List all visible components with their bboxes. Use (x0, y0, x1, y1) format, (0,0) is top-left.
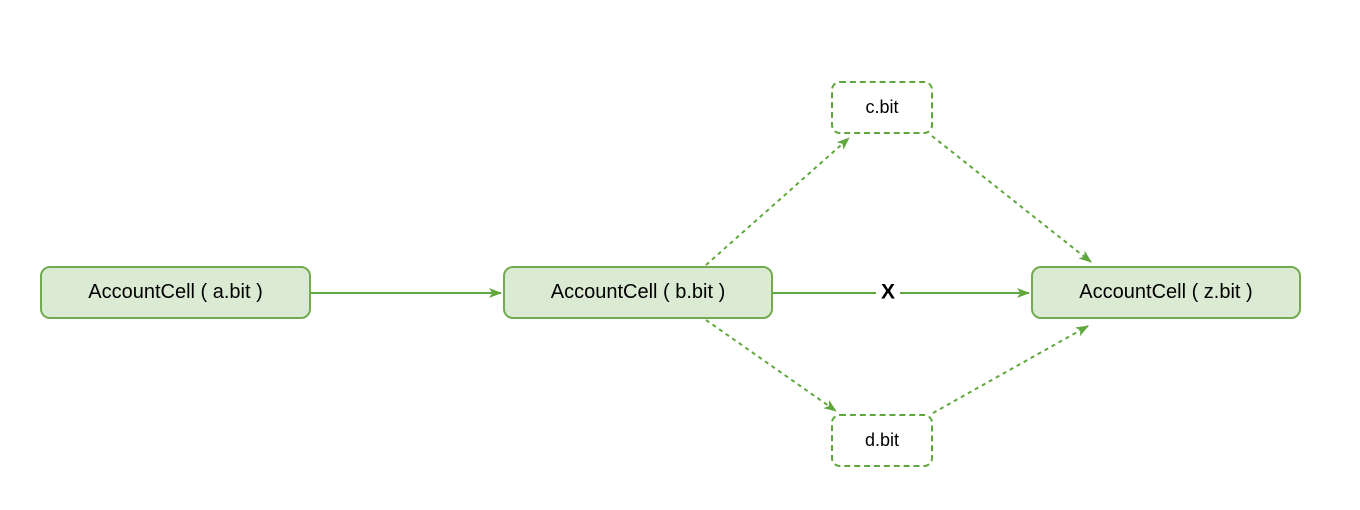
edge-b-to-c (705, 137, 850, 266)
node-d-bit: d.bit (831, 414, 933, 467)
node-accountcell-z: AccountCell ( z.bit ) (1031, 266, 1301, 319)
edge-c-to-z (931, 135, 1092, 263)
edge-b-to-d (705, 319, 837, 412)
node-accountcell-a-label: AccountCell ( a.bit ) (88, 281, 263, 303)
node-accountcell-a: AccountCell ( a.bit ) (40, 266, 311, 319)
edge-d-to-z (932, 325, 1089, 414)
node-c-bit-label: c.bit (865, 97, 899, 117)
node-accountcell-b-label: AccountCell ( b.bit ) (550, 281, 726, 303)
node-accountcell-z-label: AccountCell ( z.bit ) (1079, 281, 1253, 303)
node-d-bit-label: d.bit (864, 430, 900, 450)
node-accountcell-b: AccountCell ( b.bit ) (503, 266, 773, 319)
broken-link-x-label: X (875, 280, 901, 304)
node-c-bit: c.bit (831, 81, 933, 134)
